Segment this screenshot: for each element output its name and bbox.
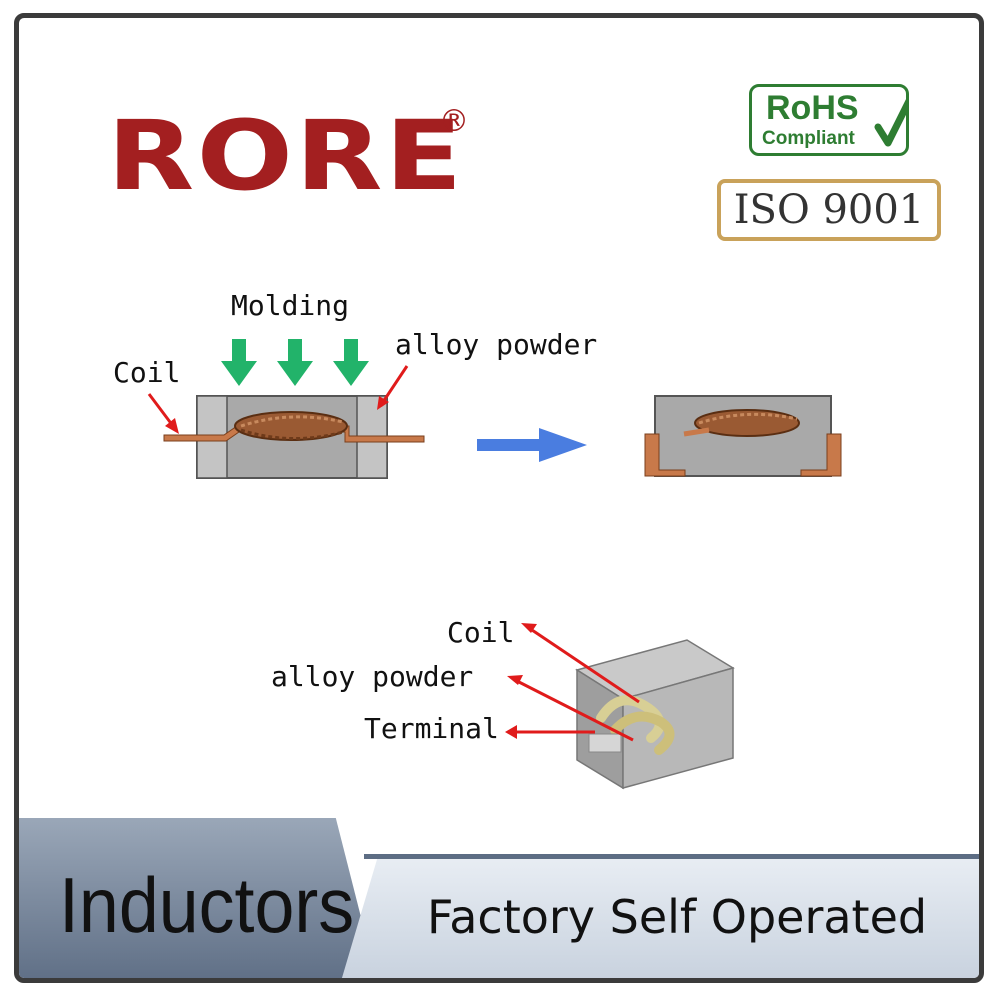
- right-arrow-icon: [477, 428, 587, 462]
- side-face: [622, 667, 734, 789]
- footer-band-left: [19, 818, 379, 978]
- label-coil-top: Coil: [113, 356, 181, 389]
- terminal-left: [644, 433, 686, 477]
- label-coil-bottom: Coil: [447, 616, 515, 649]
- label-alloy-powder-top: alloy powder: [395, 328, 598, 361]
- process-diagram: [147, 339, 842, 790]
- molding-arrows: [221, 339, 369, 386]
- label-terminal: Terminal: [364, 712, 499, 745]
- rohs-subtitle: Compliant: [762, 128, 855, 149]
- arrowhead-icon: [505, 725, 517, 739]
- rohs-title: RoHS: [766, 89, 859, 127]
- arrowhead-icon: [377, 396, 389, 410]
- inductor-3d-view: [575, 639, 735, 790]
- footer-tagline: Factory Self Operated: [427, 890, 928, 944]
- label-molding: Molding: [231, 289, 350, 322]
- rohs-badge: RoHS Compliant: [749, 84, 909, 156]
- coil-winding: [694, 409, 800, 437]
- page-frame: RORE ® RoHS Compliant ISO 9001: [14, 13, 984, 983]
- top-annotations: [147, 365, 409, 434]
- arrowhead-icon: [521, 623, 537, 633]
- coil-winding-3d: [596, 695, 665, 743]
- footer-stripe: [364, 854, 979, 859]
- molded-inductor-after: [644, 395, 842, 477]
- down-arrow-icon: [221, 339, 257, 386]
- iso-badge: ISO 9001: [717, 179, 941, 241]
- registered-mark: ®: [439, 104, 469, 139]
- down-arrow-icon: [333, 339, 369, 386]
- down-arrow-icon: [277, 339, 313, 386]
- footer-title: Inductors: [59, 861, 355, 949]
- bottom-annotations: [505, 623, 640, 742]
- label-alloy-powder-bottom: alloy powder: [271, 660, 474, 693]
- checkmark-icon: [874, 99, 906, 147]
- arrowhead-icon: [507, 675, 523, 685]
- terminal-right: [800, 433, 842, 477]
- arrowhead-icon: [165, 418, 179, 434]
- terminal-3d: [588, 733, 622, 753]
- molded-inductor-before: [163, 395, 425, 479]
- footer-band-right: [339, 854, 979, 978]
- brand-logo: RORE: [107, 100, 465, 212]
